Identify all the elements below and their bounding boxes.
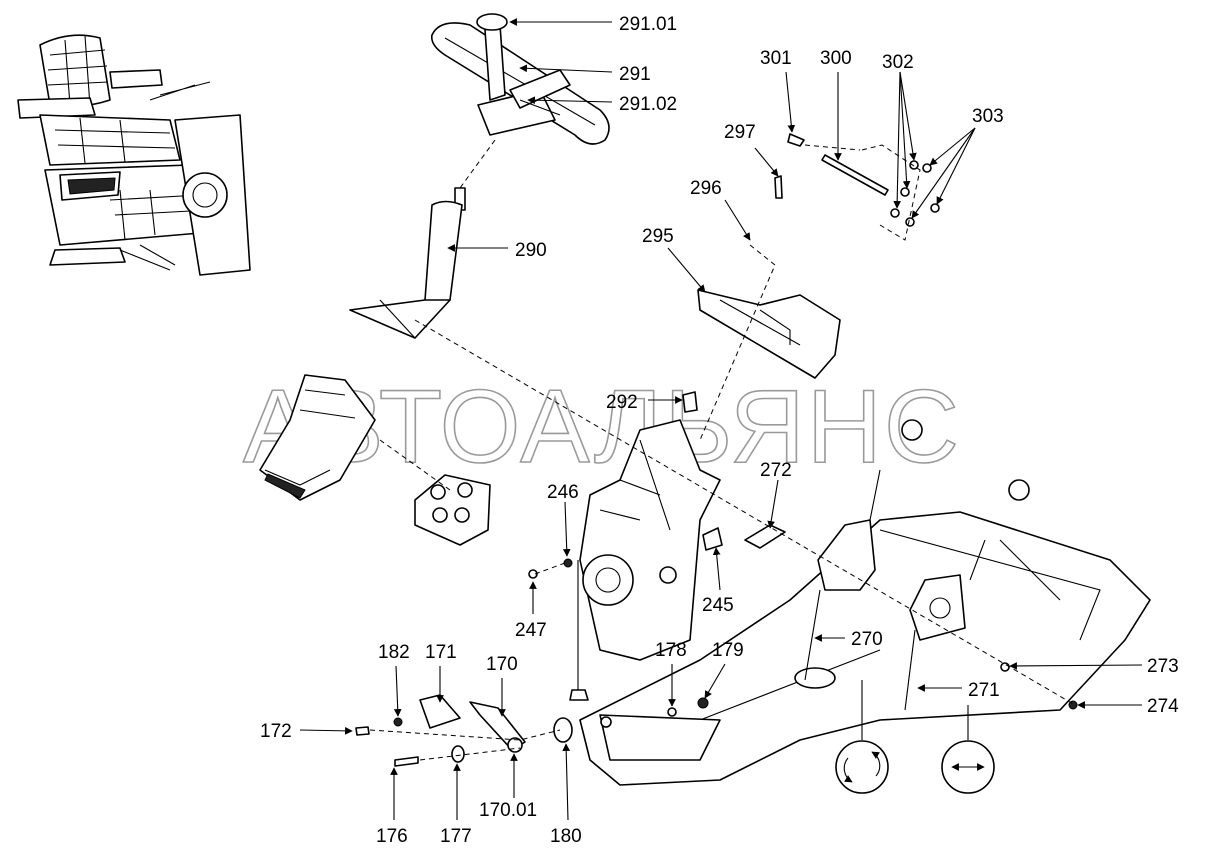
label-178: 178 — [655, 640, 687, 661]
leader-lines — [299, 18, 1143, 821]
label-182: 182 — [378, 642, 410, 663]
linkage-parts — [355, 694, 709, 767]
label-271: 271 — [968, 680, 1000, 701]
label-180: 180 — [550, 826, 582, 847]
rotation-arrows-icon — [835, 740, 889, 794]
label-247: 247 — [515, 620, 547, 641]
label-303: 303 — [972, 106, 1004, 127]
hydraulic-steering-unit — [259, 374, 491, 546]
label-176: 176 — [376, 826, 408, 847]
label-274: 274 — [1147, 696, 1179, 717]
double-arrow-icon — [941, 740, 995, 794]
label-245: 245 — [702, 595, 734, 616]
label-179: 179 — [712, 640, 744, 661]
steering-column — [349, 187, 466, 339]
control-lever-271 — [904, 479, 1078, 711]
console-housing — [579, 511, 1151, 786]
label-246: 246 — [547, 482, 579, 503]
label-297: 297 — [724, 122, 756, 143]
label-170: 170 — [486, 654, 518, 675]
label-296: 296 — [690, 178, 722, 199]
steering-wheel — [430, 13, 610, 145]
label-300: 300 — [820, 48, 852, 69]
tractor-seat-illustration — [17, 34, 251, 276]
control-lever-270 — [804, 419, 923, 681]
part-labels: 291.01 291 291.02 290 301 300 302 303 29… — [260, 14, 1179, 847]
label-291-02: 291.02 — [619, 94, 677, 115]
label-270: 270 — [851, 629, 883, 650]
label-171: 171 — [425, 642, 457, 663]
label-292: 292 — [606, 392, 638, 413]
label-273: 273 — [1147, 656, 1179, 677]
assembly-dashed-lines — [369, 139, 1076, 761]
steering-bracket — [569, 391, 721, 701]
label-170-01: 170.01 — [479, 800, 537, 821]
small-fittings — [528, 524, 786, 579]
label-301: 301 — [760, 48, 792, 69]
cover-panel — [697, 289, 841, 379]
label-272: 272 — [760, 460, 792, 481]
label-291-01: 291.01 — [619, 14, 677, 35]
label-302: 302 — [882, 52, 914, 73]
rod-and-bolts — [774, 133, 940, 241]
label-290: 290 — [515, 240, 547, 261]
label-291: 291 — [619, 64, 651, 85]
label-177: 177 — [440, 826, 472, 847]
label-295: 295 — [642, 226, 674, 247]
label-172: 172 — [260, 721, 292, 742]
